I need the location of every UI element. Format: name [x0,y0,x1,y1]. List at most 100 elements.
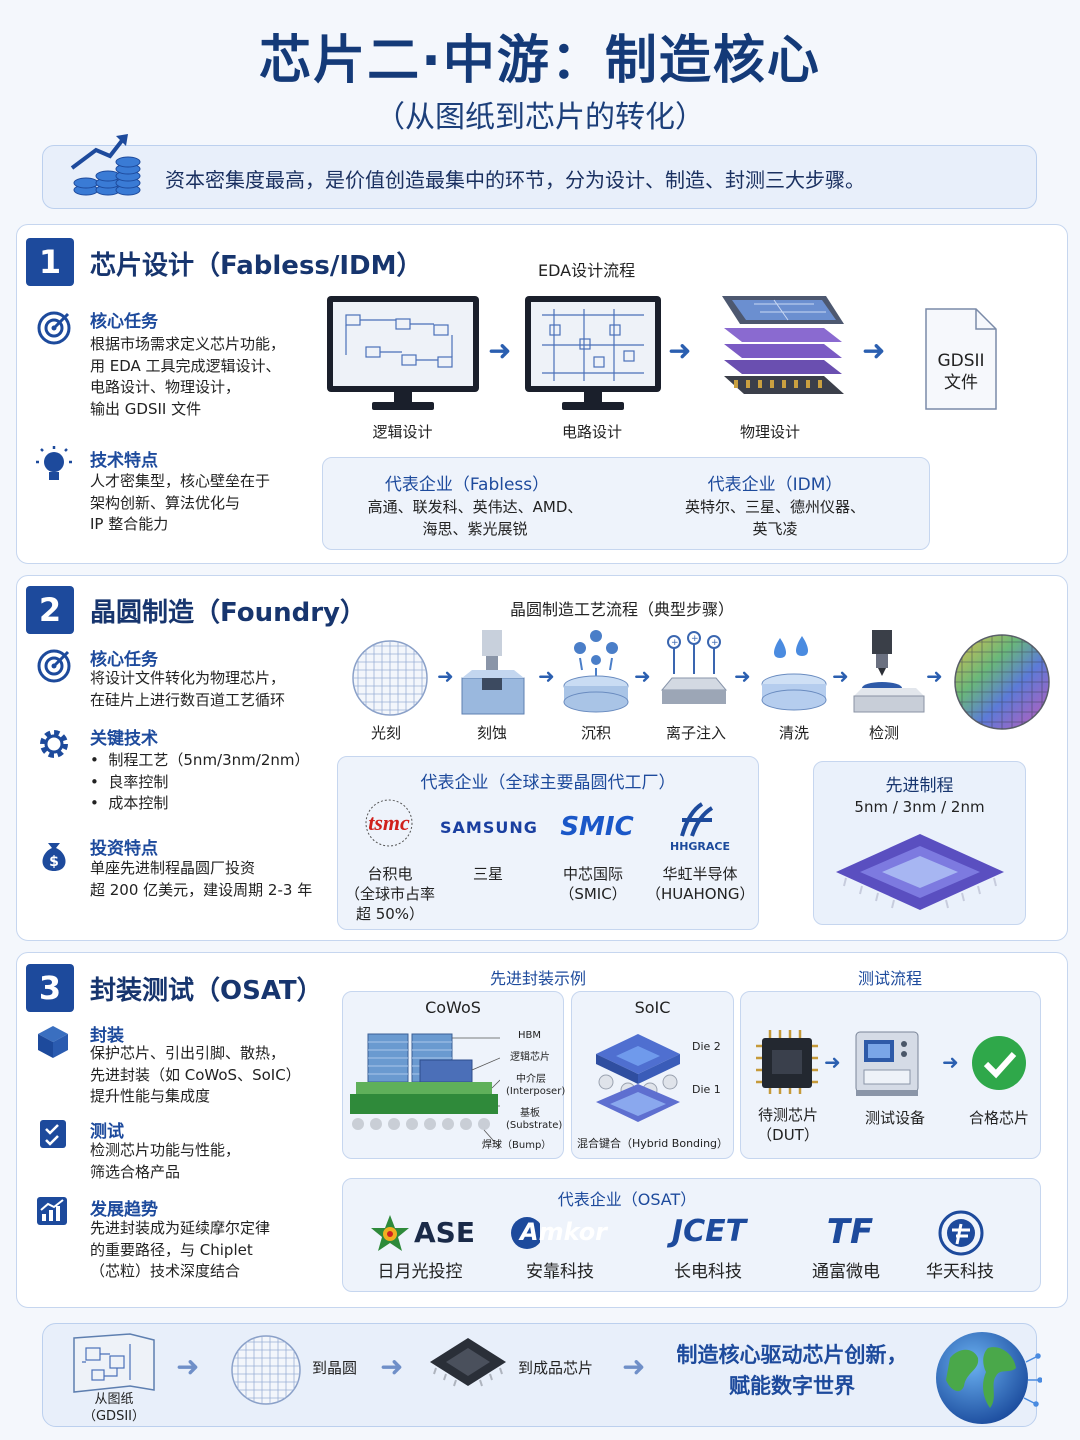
soic-diagram [596,1034,680,1122]
huatian-logo [938,1210,984,1256]
idm-companies: 英特尔、三星、德州仪器、英飞凌 [684,498,865,538]
svg-text:tsmc: tsmc [368,810,410,835]
arrow-icon: ➜ [634,664,651,688]
trend-heading: 发展趋势 [90,1200,158,1220]
osat-companies-box [342,1178,1041,1292]
task-text: 根据市场需求定义芯片功能，用 EDA 工具完成逻辑设计、电路设计、物理设计，输出… [90,335,286,418]
task-heading: 核心任务 [90,650,158,670]
hhgrace-logo: HHGRACE [669,840,730,853]
svg-text:$: $ [49,854,59,870]
footer-step-chip: 到成品芯片 [518,1359,594,1377]
footer-step-blueprint: 从图纸（GDSII） [82,1392,145,1424]
representative-companies-box [322,457,930,550]
advanced-chip-icon [836,834,1004,910]
company-huahong: 华虹半导体（HUAHONG） [646,865,755,903]
package-heading: 封装 [90,1026,124,1046]
monitor-logic-design [327,296,479,410]
arrow-icon: ➜ [862,334,886,367]
deposition-icon [563,630,629,713]
checklist-icon [40,1120,66,1148]
task-heading: 核心任务 [90,312,158,332]
arrow-icon: ➜ [488,334,512,367]
monitor-circuit-design [525,296,661,410]
jcet-logo: JCET [671,1214,747,1249]
arrow-icon: ➜ [380,1350,404,1383]
globe-icon [936,1332,1042,1424]
osat-company-name: 长电科技 [674,1262,742,1282]
arrow-icon: ➜ [538,664,555,688]
process-step-label: 光刻 [370,724,401,742]
svg-text:+: + [711,638,719,648]
arrow-icon: ➜ [832,664,849,688]
process-step-label: 沉积 [580,724,611,742]
wafer-flow-title: 晶圆制造工艺流程（典型步骤） [510,600,735,619]
company-tsmc: 台积电（全球市占率超 50%） [344,865,435,923]
cleaning-icon [761,636,827,711]
finished-wafer-icon [954,634,1050,730]
etching-icon [461,630,525,715]
target-icon [37,649,71,683]
test-step-pass: 合格芯片 [968,1109,1029,1127]
gear-icon [40,730,68,758]
idm-heading: 代表企业（IDM） [707,475,843,495]
ase-star-icon [371,1215,409,1251]
smic-logo: SMIC [560,812,634,842]
process-step-label: 离子注入 [665,724,726,742]
test-step-dut: 待测芯片（DUT） [757,1106,819,1144]
arrow-icon: ➜ [734,664,751,688]
fabless-companies: 高通、联发科、英伟达、AMD、海思、紫光展锐 [367,498,583,538]
growth-coins-icon [70,134,141,196]
samsung-logo: SAMSUNG [440,818,538,837]
osat-company-name: 通富微电 [812,1262,880,1282]
osat-company-name: 安靠科技 [526,1262,594,1282]
key-tech-heading: 关键技术 [90,729,158,749]
package-cube-icon [38,1026,68,1058]
blueprint-icon [73,1333,155,1393]
chip-layers-physical-design [722,296,844,394]
company-smic: 中芯国际（SMIC） [559,865,627,903]
advanced-process-heading: 先进制程 [885,776,954,796]
step-label: 物理设计 [739,423,800,441]
company-samsung: 三星 [472,865,503,883]
process-step-label: 检测 [868,724,899,742]
arrow-icon: ➜ [622,1350,646,1383]
amkor-mark-icon [511,1217,540,1249]
ase-logo: ASE [414,1216,475,1249]
cowos-diagram [350,1033,500,1149]
step-label: 电路设计 [561,423,622,441]
summary-banner [42,145,1037,209]
svg-text:+: + [671,638,679,648]
soic-label-die2: Die 2 [692,1040,721,1053]
investment-text: 单座先进制程晶圆厂投资超 200 亿美元，建设周期 2-3 年 [90,859,313,899]
check-circle-icon [972,1036,1026,1090]
test-text: 检测芯片功能与性能，筛选合格产品 [90,1141,241,1181]
trend-text: 先进封装成为延续摩尔定律的重要路径，与 Chiplet（芯粒）技术深度结合 [90,1219,271,1280]
section-title: 晶圆制造（Foundry） [90,598,366,628]
section-number: 2 [26,586,74,634]
test-heading: 测试 [90,1122,124,1142]
tech-heading: 技术特点 [90,451,158,471]
hhgrace-mark-icon [680,802,714,837]
fabless-heading: 代表企业（Fabless） [384,475,550,495]
footer-wafer-icon [231,1335,301,1405]
process-step-label: 刻蚀 [476,724,507,742]
foundry-companies-heading: 代表企业（全球主要晶圆代工厂） [420,773,676,793]
package-text: 保护芯片、引出引脚、散热，先进封装（如 CoWoS、SoIC）提升性能与集成度 [90,1044,301,1105]
page-subtitle: （从图纸到芯片的转化） [375,100,705,135]
osat-heading: 代表企业（OSAT） [557,1190,697,1209]
soic-note: 混合键合（Hybrid Bonding） [576,1137,729,1150]
banner-text: 资本密集度最高，是价值创造最集中的环节，分为设计、制造、封测三大步骤。 [165,168,865,192]
investment-heading: 投资特点 [90,839,158,859]
section-number: 3 [26,964,74,1012]
step-label: 逻辑设计 [372,423,433,441]
tsmc-logo: tsmc [365,799,413,847]
cowos-title: CoWoS [425,998,481,1017]
section-title: 芯片设计（Fabless/IDM） [90,251,423,281]
soic-label-die1: Die 1 [692,1083,721,1096]
adv-package-title: 先进封装示例 [489,969,586,988]
soic-title: SoIC [634,998,671,1017]
eda-flow-title: EDA设计流程 [538,261,636,280]
footer-chip-icon [430,1338,506,1387]
